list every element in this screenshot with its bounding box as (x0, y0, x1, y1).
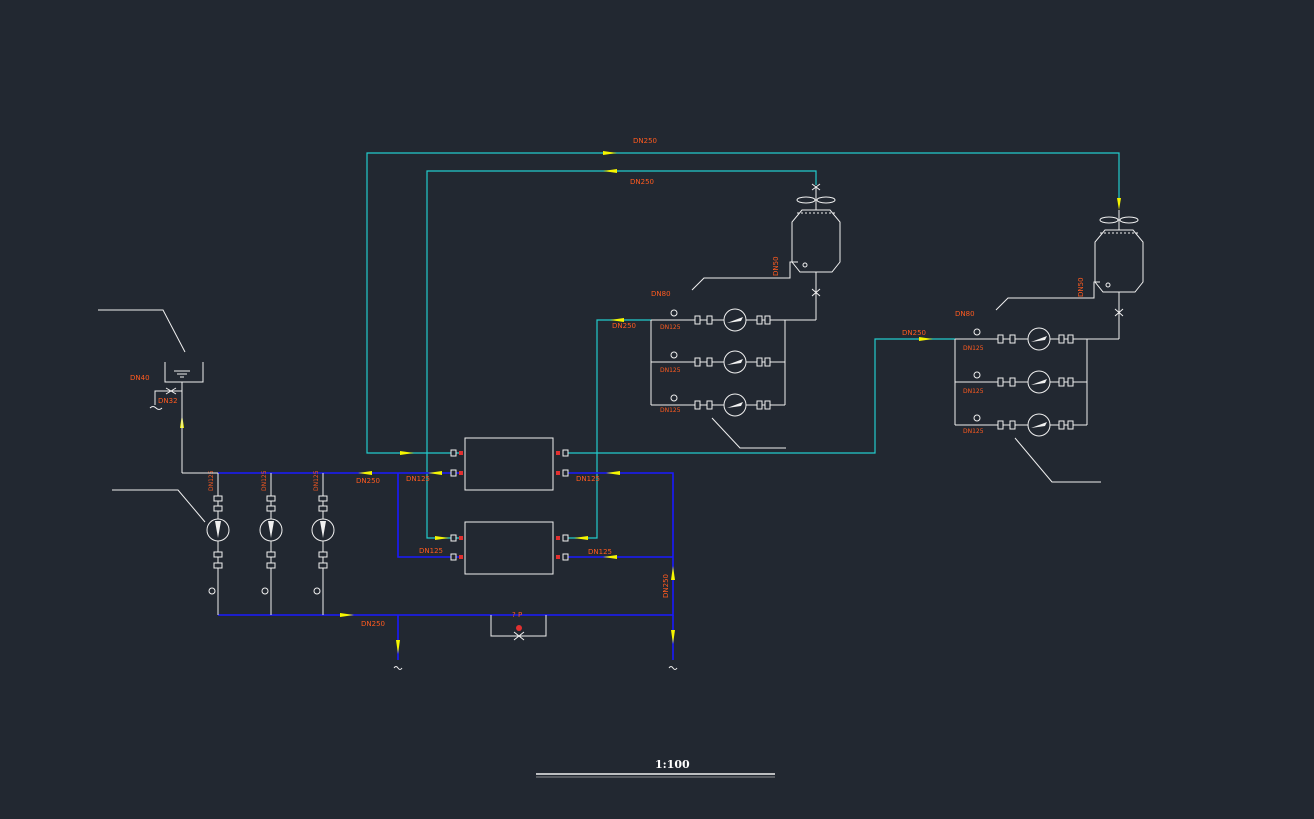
svg-text:DN125: DN125 (660, 407, 681, 414)
svg-text:DN125: DN125 (313, 470, 320, 491)
expansion-tank: DN40 DN32 (98, 309, 218, 474)
valve-icon (694, 315, 771, 410)
svg-text:DN50: DN50 (772, 256, 780, 276)
drain-icon (149, 406, 163, 410)
pump-icon (723, 308, 747, 332)
svg-text:DN40: DN40 (130, 374, 150, 382)
pump-icon (723, 393, 747, 417)
svg-text:DN250: DN250 (902, 329, 926, 337)
svg-text:DN250: DN250 (633, 137, 657, 145)
cooling-tower-2: DN50 DN80 (955, 210, 1144, 339)
fan-blade-icon (796, 196, 816, 204)
svg-text:DN125: DN125 (576, 475, 600, 483)
chilled-water-piping (218, 472, 674, 660)
chilled-return-loop (218, 472, 674, 616)
svg-text:DN125: DN125 (660, 324, 681, 331)
pump-icon (206, 518, 230, 542)
heat-exchanger-1 (450, 437, 569, 491)
drain-outlets (393, 666, 678, 670)
pipe-size-labels: DN250 DN250 DN250 DN125 DN125 DN125 DN12… (356, 137, 670, 628)
drawing-scale: 1:100 (655, 758, 690, 771)
svg-text:DN250: DN250 (612, 322, 636, 330)
svg-text:? P: ? P (512, 611, 522, 619)
svg-text:DN80: DN80 (955, 310, 975, 318)
svg-text:DN125: DN125 (588, 548, 612, 556)
cooling-return-main-outer (366, 152, 1120, 454)
tower1-pump-group: DN125 DN125 DN125 DN250 (612, 308, 816, 449)
heat-exchanger-2 (450, 521, 569, 575)
pump-icon (1027, 413, 1051, 437)
cooling-supply-tower1 (568, 319, 651, 539)
gauge-icon (670, 309, 678, 402)
chilled-pump-group: DN125 DN125 DN125 (112, 470, 335, 615)
valve-icon (165, 387, 177, 395)
svg-text:DN125: DN125 (963, 428, 984, 435)
pump-icon (311, 518, 335, 542)
gauge-icon (208, 587, 321, 595)
svg-text:DN125: DN125 (406, 475, 430, 483)
pump-icon (1027, 370, 1051, 394)
svg-text:DN125: DN125 (963, 345, 984, 352)
pressure-bypass: ? P (490, 611, 547, 641)
svg-text:DN32: DN32 (158, 397, 178, 405)
pump-icon (723, 350, 747, 374)
tower2-pump-group: DN125 DN125 DN125 DN250 (902, 327, 1119, 483)
svg-text:DN125: DN125 (963, 388, 984, 395)
cooling-supply-tower2 (568, 338, 955, 454)
svg-text:DN250: DN250 (361, 620, 385, 628)
svg-text:DN125: DN125 (208, 470, 215, 491)
pump-icon (259, 518, 283, 542)
svg-text:DN250: DN250 (356, 477, 380, 485)
drain-icon (668, 666, 678, 670)
svg-text:DN125: DN125 (261, 470, 268, 491)
flow-arrows (180, 151, 1121, 654)
svg-text:DN50: DN50 (1077, 277, 1085, 297)
svg-text:DN125: DN125 (419, 547, 443, 555)
drain-icon (393, 666, 403, 670)
chilled-hx2-supply (397, 473, 461, 558)
svg-text:DN250: DN250 (662, 574, 670, 598)
fan-blade-icon (1099, 216, 1119, 224)
svg-text:DN80: DN80 (651, 290, 671, 298)
cooling-return-main-inner (426, 170, 817, 539)
bypass-valve-icon (513, 631, 525, 641)
svg-text:DN250: DN250 (630, 178, 654, 186)
valve-icon (811, 183, 821, 191)
cooling-water-piping (366, 152, 1120, 539)
pump-icon (1027, 327, 1051, 351)
drawing-title-block: 1:100 (536, 758, 775, 778)
cooling-tower-1: DN50 DN80 (651, 183, 841, 320)
svg-text:DN125: DN125 (660, 367, 681, 374)
gauge-icon (973, 328, 981, 422)
valve-icon (997, 334, 1074, 430)
valve-icon (213, 495, 328, 569)
